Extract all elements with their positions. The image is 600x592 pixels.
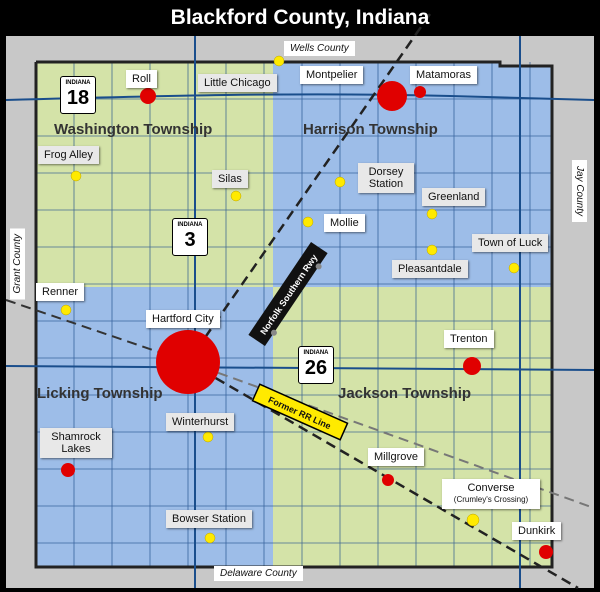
dorsey-station-label: Dorsey Station: [358, 163, 414, 193]
mollie-marker: [302, 216, 314, 228]
greenland-label: Greenland: [422, 188, 486, 206]
silas-marker: [230, 190, 242, 202]
converse-marker: [466, 513, 480, 527]
wells-county-label: Wells County: [284, 41, 355, 56]
town-of-luck-marker: [508, 262, 520, 274]
hartford-city-marker: [156, 330, 220, 394]
winterhurst-label: Winterhurst: [166, 413, 235, 431]
frog-alley-marker: [70, 170, 82, 182]
norfolk-southern-line-south: [187, 360, 579, 590]
renner-marker: [60, 304, 72, 316]
delaware-county-label: Delaware County: [214, 566, 303, 581]
shamrock-lakes-label: Shamrock Lakes: [40, 428, 112, 458]
roll-marker: [140, 88, 156, 104]
shamrock-lakes-marker: [61, 463, 75, 477]
grant-county-label: Grant County: [10, 228, 25, 300]
town-of-luck-label: Town of Luck: [472, 234, 549, 252]
jay-county-label: Jay County: [572, 160, 587, 223]
county-boundary: [34, 60, 554, 569]
silas-label: Silas: [212, 170, 248, 188]
dorsey-station-marker: [334, 176, 346, 188]
norfolk-southern-line: [186, 13, 432, 363]
matamoras-label: Matamoras: [410, 66, 478, 84]
renner-label: Renner: [36, 283, 85, 301]
section-grid: [36, 62, 552, 567]
montpelier-label: Montpelier: [300, 66, 364, 84]
bowser-station-label: Bowser Station: [166, 510, 252, 528]
montpelier-marker: [377, 81, 407, 111]
greenland-marker: [426, 208, 438, 220]
matamoras-marker: [414, 86, 426, 98]
harrison-township-label: Harrison Township: [303, 121, 438, 138]
wells-county-marker: [273, 55, 285, 67]
former-rr-line: [5, 299, 189, 363]
dunkirk-label: Dunkirk: [512, 522, 562, 540]
millgrove-label: Millgrove: [368, 448, 425, 466]
pleasantdale-marker: [426, 244, 438, 256]
licking-township-label: Licking Township: [37, 385, 163, 402]
converse-label: Converse(Crumley's Crossing): [442, 479, 540, 509]
millgrove-marker: [382, 474, 394, 486]
bowser-station-marker: [204, 532, 216, 544]
little-chicago-label: Little Chicago: [198, 74, 277, 92]
pleasantdale-label: Pleasantdale: [392, 260, 468, 278]
winterhurst-marker: [202, 431, 214, 443]
map-title: Blackford County, Indiana: [170, 6, 430, 29]
washington-township-label: Washington Township: [54, 121, 213, 138]
trenton-marker: [463, 357, 481, 375]
frog-alley-label: Frog Alley: [38, 146, 99, 164]
dunkirk-marker: [539, 545, 553, 559]
hartford-city-label: Hartford City: [146, 310, 220, 328]
mollie-label: Mollie: [324, 214, 365, 232]
roll-label: Roll: [126, 70, 157, 88]
jackson-township-label: Jackson Township: [338, 385, 472, 402]
trenton-label: Trenton: [444, 330, 494, 348]
